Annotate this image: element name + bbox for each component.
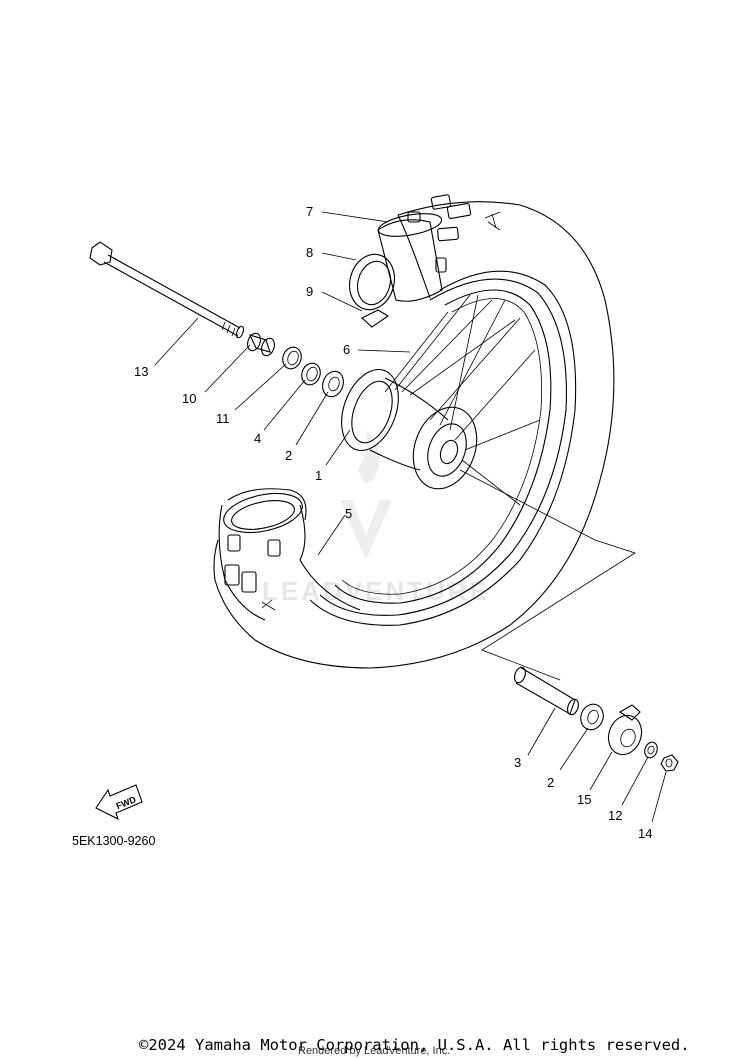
callout-3: 3	[514, 755, 521, 770]
gear-unit[interactable]	[603, 704, 647, 759]
callout-7: 7	[306, 204, 313, 219]
rim-lock[interactable]	[361, 309, 390, 328]
callout-14: 14	[638, 826, 652, 841]
callout-12: 12	[608, 808, 622, 823]
fwd-arrow-icon: FWD	[95, 784, 143, 821]
rim-band[interactable]	[344, 249, 401, 314]
callout-13: 13	[134, 364, 148, 379]
oil-seal[interactable]	[280, 345, 304, 372]
callout-11: 11	[216, 411, 230, 426]
callout-numbers: 7 8 9 6 13 10 11 4 2 1 5 3 2 15 12 14	[134, 204, 652, 841]
diagram-code: 5EK1300-9260	[72, 834, 155, 848]
callout-2-left: 2	[285, 448, 292, 463]
tube[interactable]	[377, 210, 444, 302]
washer[interactable]	[643, 740, 660, 759]
callout-4: 4	[254, 431, 261, 446]
callout-6: 6	[343, 342, 350, 357]
callout-15: 15	[577, 792, 591, 807]
seal-4[interactable]	[299, 361, 323, 388]
callout-5: 5	[345, 506, 352, 521]
watermark-logo	[340, 430, 392, 560]
callout-2-right: 2	[547, 775, 554, 790]
callout-9: 9	[306, 284, 313, 299]
leader-lines	[154, 211, 667, 823]
rendered-by: Rendered by LeadVenture, Inc.	[298, 1045, 450, 1057]
nut[interactable]	[660, 754, 679, 772]
callout-1: 1	[315, 468, 322, 483]
collar[interactable]	[245, 331, 276, 357]
copyright: ©2024 Yamaha Motor Corporation, U.S.A. A…	[139, 1036, 690, 1054]
callout-10: 10	[182, 391, 196, 406]
tire[interactable]	[213, 194, 615, 669]
hub[interactable]	[331, 362, 487, 498]
bearing-left[interactable]	[319, 368, 347, 399]
axle[interactable]	[89, 241, 245, 339]
explode-line	[459, 469, 636, 681]
watermark-text: LEADVENTURE	[262, 576, 490, 606]
spacer[interactable]	[513, 666, 581, 716]
bearing-right[interactable]	[577, 701, 607, 733]
spokes[interactable]	[384, 294, 541, 506]
callout-8: 8	[306, 245, 313, 260]
